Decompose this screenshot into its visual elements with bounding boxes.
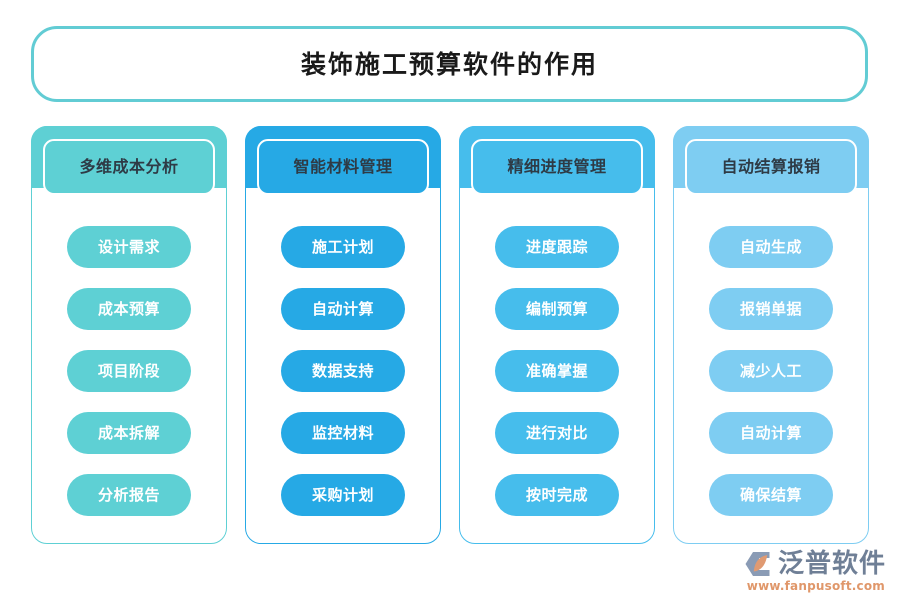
fanpu-hexagon-icon (745, 552, 770, 576)
brand-logo[interactable]: 泛普软件 www.fanpusoft.com (744, 549, 886, 592)
column-4-header[interactable]: 自动结算报销 (685, 139, 857, 195)
column-3-item-4[interactable]: 进行对比 (495, 412, 619, 454)
column-4-item-1[interactable]: 自动生成 (709, 226, 833, 268)
column-2-item-2-label: 自动计算 (311, 299, 374, 318)
column-3-items: 进度跟踪 编制预算 准确掌握 进行对比 按时完成 (459, 226, 655, 516)
column-4-item-3-label: 减少人工 (739, 361, 802, 380)
column-1: 多维成本分析 设计需求 成本预算 项目阶段 成本拆解 分析报告 (31, 126, 227, 544)
column-2: 智能材料管理 施工计划 自动计算 数据支持 监控材料 采购计划 (245, 126, 441, 544)
column-1-item-2[interactable]: 成本预算 (67, 288, 191, 330)
column-2-header[interactable]: 智能材料管理 (257, 139, 429, 195)
column-4-item-5-label: 确保结算 (739, 485, 802, 504)
column-4-item-2[interactable]: 报销单据 (709, 288, 833, 330)
column-1-item-4-label: 成本拆解 (97, 423, 160, 442)
brand-name: 泛普软件 (777, 549, 886, 579)
column-1-item-1-label: 设计需求 (97, 237, 160, 256)
column-4-item-5[interactable]: 确保结算 (709, 474, 833, 516)
column-2-items: 施工计划 自动计算 数据支持 监控材料 采购计划 (245, 226, 441, 516)
column-3-item-2-label: 编制预算 (525, 299, 588, 318)
column-4-item-3[interactable]: 减少人工 (709, 350, 833, 392)
column-1-item-2-label: 成本预算 (97, 299, 160, 318)
column-2-item-5[interactable]: 采购计划 (281, 474, 405, 516)
column-1-item-5[interactable]: 分析报告 (67, 474, 191, 516)
column-3-item-3[interactable]: 准确掌握 (495, 350, 619, 392)
column-4-item-2-label: 报销单据 (739, 299, 802, 318)
column-1-item-3-label: 项目阶段 (97, 361, 160, 380)
column-3: 精细进度管理 进度跟踪 编制预算 准确掌握 进行对比 按时完成 (459, 126, 655, 544)
column-group: 多维成本分析 设计需求 成本预算 项目阶段 成本拆解 分析报告 (31, 126, 869, 544)
column-2-item-2[interactable]: 自动计算 (281, 288, 405, 330)
column-2-item-1[interactable]: 施工计划 (281, 226, 405, 268)
column-4-items: 自动生成 报销单据 减少人工 自动计算 确保结算 (673, 226, 869, 516)
column-3-item-2[interactable]: 编制预算 (495, 288, 619, 330)
column-1-items: 设计需求 成本预算 项目阶段 成本拆解 分析报告 (31, 226, 227, 516)
column-4-header-label: 自动结算报销 (721, 157, 821, 176)
column-4-item-1-label: 自动生成 (739, 237, 802, 256)
column-4: 自动结算报销 自动生成 报销单据 减少人工 自动计算 确保结算 (673, 126, 869, 544)
column-3-item-3-label: 准确掌握 (525, 361, 588, 380)
column-3-header-label: 精细进度管理 (507, 157, 607, 176)
column-1-header-label: 多维成本分析 (79, 157, 179, 176)
column-1-item-5-label: 分析报告 (97, 485, 160, 504)
column-2-item-1-label: 施工计划 (311, 237, 374, 256)
column-4-item-4-label: 自动计算 (739, 423, 802, 442)
column-3-header[interactable]: 精细进度管理 (471, 139, 643, 195)
page-title: 装饰施工预算软件的作用 (300, 49, 598, 79)
column-3-item-1-label: 进度跟踪 (525, 237, 588, 256)
diagram-title-banner: 装饰施工预算软件的作用 (31, 26, 868, 102)
brand-url: www.fanpusoft.com (746, 579, 885, 593)
column-1-item-3[interactable]: 项目阶段 (67, 350, 191, 392)
column-1-header[interactable]: 多维成本分析 (43, 139, 215, 195)
column-4-item-4[interactable]: 自动计算 (709, 412, 833, 454)
column-2-item-4[interactable]: 监控材料 (281, 412, 405, 454)
column-2-item-5-label: 采购计划 (311, 485, 374, 504)
column-2-item-4-label: 监控材料 (311, 423, 374, 442)
column-1-item-1[interactable]: 设计需求 (67, 226, 191, 268)
column-3-item-4-label: 进行对比 (525, 423, 588, 442)
column-3-item-5[interactable]: 按时完成 (495, 474, 619, 516)
column-1-item-4[interactable]: 成本拆解 (67, 412, 191, 454)
column-3-item-5-label: 按时完成 (525, 485, 588, 504)
column-2-header-label: 智能材料管理 (293, 157, 393, 176)
column-2-item-3[interactable]: 数据支持 (281, 350, 405, 392)
brand-logo-row: 泛普软件 (744, 549, 886, 579)
column-3-item-1[interactable]: 进度跟踪 (495, 226, 619, 268)
column-2-item-3-label: 数据支持 (311, 361, 374, 380)
